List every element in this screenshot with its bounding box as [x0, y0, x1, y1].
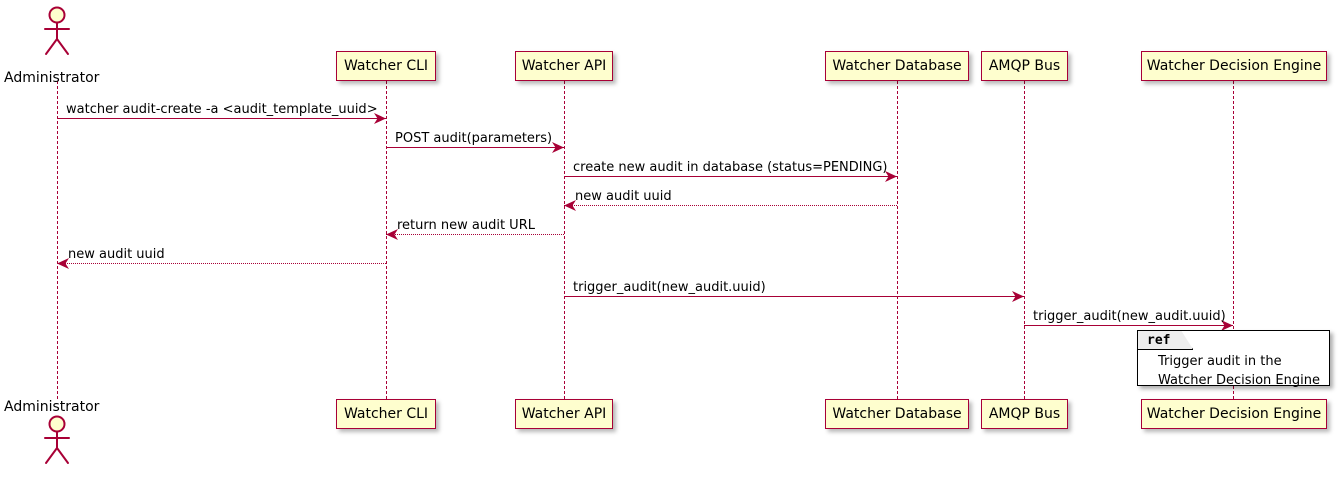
lifeline-watcher-api	[563, 81, 565, 399]
participant-header-watcher-database[interactable]: Watcher Database	[825, 51, 969, 81]
ref-fragment-line: Trigger audit in the	[1158, 354, 1282, 369]
arrowhead	[564, 199, 576, 211]
message-line-msg-5	[386, 234, 564, 235]
message-line-msg-3	[564, 176, 897, 177]
actor-figure-administrator-bottom	[37, 415, 77, 467]
arrowhead	[374, 112, 386, 124]
arrowhead	[1012, 290, 1024, 302]
participant-header-amqp-bus[interactable]: AMQP Bus	[981, 51, 1068, 81]
message-label-msg-7: trigger_audit(new_audit.uuid)	[573, 280, 766, 295]
message-line-msg-2	[386, 147, 564, 148]
participant-footer-watcher-decision-engine[interactable]: Watcher Decision Engine	[1141, 399, 1327, 429]
arrowhead	[552, 141, 564, 153]
message-label-msg-2: POST audit(parameters)	[395, 131, 553, 146]
participant-header-watcher-cli[interactable]: Watcher CLI	[336, 51, 436, 81]
actor-figure-administrator-top	[37, 6, 77, 58]
arrowhead	[1221, 319, 1233, 331]
ref-fragment-line: Watcher Decision Engine	[1158, 373, 1320, 388]
message-line-msg-7	[564, 296, 1024, 297]
message-line-msg-1	[57, 118, 386, 119]
actor-label-administrator-bottom: Administrator	[4, 399, 100, 415]
arrowhead	[386, 228, 398, 240]
message-label-msg-8: trigger_audit(new_audit.uuid)	[1033, 309, 1226, 324]
participant-footer-watcher-cli[interactable]: Watcher CLI	[336, 399, 436, 429]
ref-fragment-tab: ref	[1138, 331, 1193, 350]
participant-footer-watcher-database[interactable]: Watcher Database	[825, 399, 969, 429]
message-line-msg-4	[564, 205, 897, 206]
lifeline-administrator	[56, 81, 58, 399]
message-label-msg-5: return new audit URL	[397, 218, 535, 233]
lifeline-watcher-decision-engine	[1232, 81, 1234, 399]
lifeline-watcher-database	[896, 81, 898, 399]
actor-label-administrator-top: Administrator	[4, 70, 100, 86]
participant-header-watcher-api[interactable]: Watcher API	[515, 51, 613, 81]
arrowhead	[885, 170, 897, 182]
message-label-msg-1: watcher audit-create -a <audit_template_…	[66, 102, 378, 117]
message-line-msg-6	[57, 263, 386, 264]
participant-footer-watcher-api[interactable]: Watcher API	[515, 399, 613, 429]
arrowhead	[57, 257, 69, 269]
participant-footer-amqp-bus[interactable]: AMQP Bus	[981, 399, 1068, 429]
message-label-msg-6: new audit uuid	[68, 247, 165, 262]
message-label-msg-4: new audit uuid	[575, 189, 672, 204]
participant-header-watcher-decision-engine[interactable]: Watcher Decision Engine	[1141, 51, 1327, 81]
lifeline-amqp-bus	[1023, 81, 1025, 399]
message-line-msg-8	[1024, 325, 1233, 326]
lifeline-watcher-cli	[385, 81, 387, 399]
message-label-msg-3: create new audit in database (status=PEN…	[573, 160, 888, 175]
